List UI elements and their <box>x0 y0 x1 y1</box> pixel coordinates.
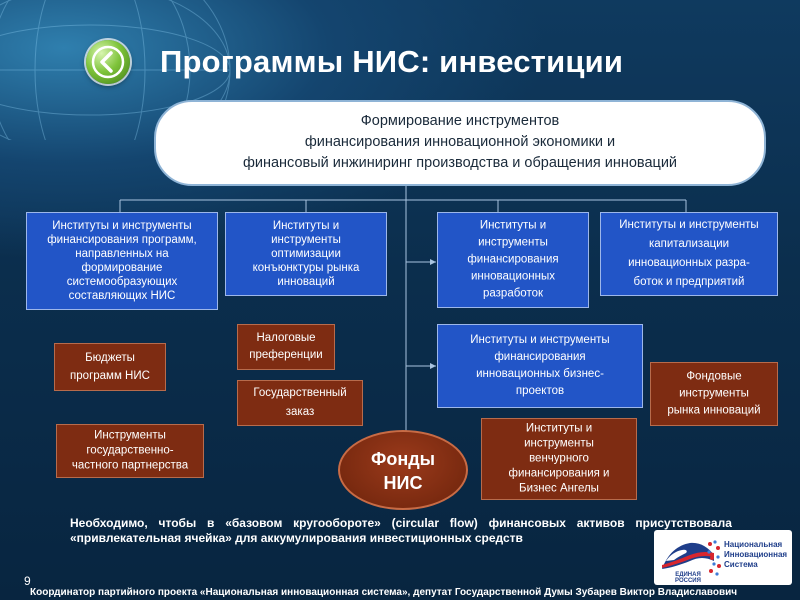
box-public-private-partnership: Инструменты государственно- частного пар… <box>56 424 204 478</box>
footer-credit: Координатор партийного проекта «Национал… <box>30 587 738 598</box>
page-number: 9 <box>24 574 31 588</box>
box-line: формирование <box>81 262 163 274</box>
box-stock-market-instruments: Фондовые инструменты рынка инноваций <box>650 362 778 426</box>
box-market-optimization: Институты и инструменты оптимизации конъ… <box>225 212 387 296</box>
nis-name-line: Система <box>724 560 758 569</box>
box-line: финансирования и <box>508 467 610 480</box>
party-name-line: РОССИЯ <box>675 578 701 584</box>
box-line: направленных на <box>75 248 169 260</box>
box-capitalization: Институты и инструменты капитализации ин… <box>600 212 778 296</box>
nis-name-line: Инновационная <box>724 550 788 559</box>
box-line: составляющих НИС <box>68 290 176 302</box>
note-word: «базовом <box>225 516 283 530</box>
party-name-line: ЕДИНАЯ <box>675 572 701 578</box>
box-line: Институты и <box>525 422 593 435</box>
box-line: капитализации <box>648 238 730 250</box>
bear-flag-icon <box>662 542 714 569</box>
box-line: Институты и инструменты <box>52 220 192 232</box>
box-line: преференции <box>249 349 323 361</box>
box-line: конъюнктуры рынка <box>252 262 360 274</box>
box-line: финансирования программ, <box>47 234 197 246</box>
note-word: flow) <box>449 516 478 530</box>
fondy-line: НИС <box>383 473 423 493</box>
box-line: Институты и <box>272 220 340 232</box>
box-line: проектов <box>515 385 565 397</box>
box-nis-budgets: Бюджеты программ НИС <box>54 343 166 391</box>
box-line: инновационных бизнес- <box>476 368 604 380</box>
top-box-line: финансирования инновационной экономики и <box>304 134 616 150</box>
box-line: рынка инноваций <box>667 404 761 417</box>
nis-dots-icon <box>707 540 721 576</box>
page-title: Программы НИС: инвестиции <box>160 44 624 79</box>
box-line: Институты и инструменты <box>470 334 610 346</box>
box-line: Институты и <box>479 219 547 232</box>
box-line: инструменты <box>478 236 548 249</box>
party-name: ЕДИНАЯ РОССИЯ <box>660 572 716 584</box>
note-word: активов <box>576 516 625 530</box>
note-word: в <box>207 516 215 530</box>
chevron-left-icon <box>91 45 125 79</box>
top-box-line: Формирование инструментов <box>360 113 560 129</box>
box-line: инструменты <box>271 234 341 246</box>
nis-name-line: Национальная <box>724 540 783 549</box>
box-line: Институты и инструменты <box>619 219 759 231</box>
globe-decoration <box>0 0 231 140</box>
nis-name: Национальная Инновационная Система <box>724 540 787 570</box>
box-line: инструменты <box>524 437 594 450</box>
box-programs-financing: Институты и инструменты финансирования п… <box>26 212 218 310</box>
box-line: Фондовые <box>686 370 742 383</box>
box-line: оптимизации <box>271 248 341 260</box>
note-line-2: «привлекательная ячейка» для аккумулиров… <box>70 531 523 545</box>
note-word: Необходимо, <box>70 516 148 530</box>
box-line: инноваций <box>277 276 335 288</box>
box-state-order: Государственный заказ <box>237 380 363 426</box>
box-line: финансирования <box>494 351 586 363</box>
box-line: программ НИС <box>70 370 150 382</box>
box-line: заказ <box>285 406 315 418</box>
box-venture-financing: Институты и инструменты венчурного финан… <box>481 418 637 500</box>
box-line: государственно- <box>86 444 174 457</box>
box-line: Бизнес Ангелы <box>519 482 599 495</box>
box-line: Налоговые <box>256 332 316 344</box>
note-word: чтобы <box>158 516 197 530</box>
top-summary-box: Формирование инструментов финансирования… <box>154 100 766 186</box>
box-line: финансирования <box>467 253 559 266</box>
note-word: (circular <box>391 516 439 530</box>
key-note: Необходимо, чтобы в «базовом кругооборот… <box>70 516 732 546</box>
box-innovation-development: Институты и инструменты финансирования и… <box>437 212 589 308</box>
box-line: Бюджеты <box>85 352 135 364</box>
box-line: венчурного <box>529 452 589 465</box>
note-line-1: Необходимо, чтобы в «базовом кругооборот… <box>70 516 732 531</box>
box-tax-preferences: Налоговые преференции <box>237 324 335 370</box>
box-line: боток и предприятий <box>633 276 745 288</box>
back-button[interactable] <box>86 40 130 84</box>
nis-funds-ellipse: Фонды НИС <box>338 430 468 510</box>
party-logo: ЕДИНАЯ РОССИЯ Национальная Инновационная… <box>654 530 792 585</box>
box-line: разработок <box>482 287 544 300</box>
box-line: частного партнерства <box>71 459 189 472</box>
box-line: Государственный <box>253 387 347 399</box>
box-business-projects: Институты и инструменты финансирования и… <box>437 324 643 408</box>
fondy-line: Фонды <box>370 449 436 469</box>
box-line: системообразующих <box>66 276 178 288</box>
box-line: инструменты <box>679 387 749 400</box>
note-word: финансовых <box>488 516 566 530</box>
top-box-line: финансовый инжиниринг производства и обр… <box>242 155 678 171</box>
box-line: Инструменты <box>94 429 166 442</box>
note-word: присутствовала <box>635 516 732 530</box>
note-word: кругообороте» <box>293 516 381 530</box>
box-line: инновационных <box>470 270 556 283</box>
box-line: инновационных разра- <box>628 257 750 269</box>
